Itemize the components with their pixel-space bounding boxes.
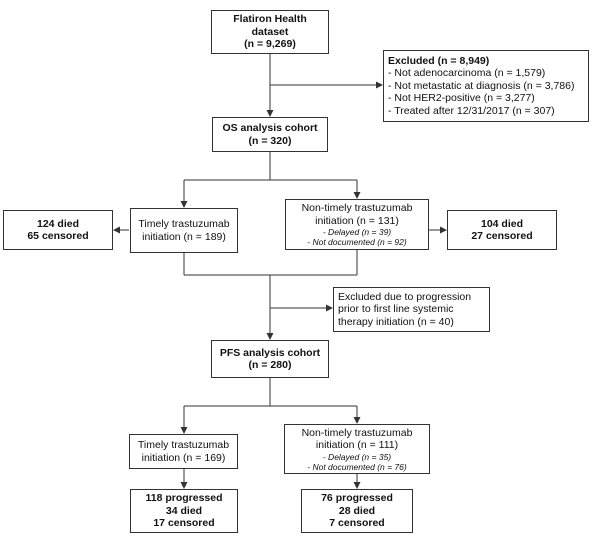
pfs-timely-outcome-box: 118 progressed 34 died 17 censored bbox=[130, 489, 238, 533]
pfs-nontimely-not-documented: - Not documented (n = 76) bbox=[307, 461, 407, 472]
pfs-cohort-box: PFS analysis cohort (n = 280) bbox=[211, 340, 329, 378]
os-timely-censored: 65 censored bbox=[27, 230, 89, 242]
os-timely-box: Timely trastuzumab initiation (n = 189) bbox=[130, 208, 238, 253]
pfs-timely-line1: Timely trastuzumab bbox=[137, 439, 230, 451]
excluded-progression-line: therapy initiation (n = 40) bbox=[338, 315, 454, 328]
os-nontimely-line1: Non-timely trastuzumab bbox=[301, 202, 413, 214]
os-nontimely-died: 104 died bbox=[480, 217, 524, 230]
pfs-nontimely-censored: 7 censored bbox=[329, 517, 385, 530]
pfs-cohort-n: (n = 280) bbox=[248, 359, 292, 371]
excluded-item: - Not metastatic at diagnosis (n = 3,786… bbox=[388, 79, 575, 92]
pfs-timely-box: Timely trastuzumab initiation (n = 169) bbox=[129, 434, 238, 469]
excluded-initial-box: Excluded (n = 8,949) - Not adenocarcinom… bbox=[383, 50, 589, 122]
pfs-cohort-title: PFS analysis cohort bbox=[219, 346, 321, 359]
excluded-item: - Not adenocarcinoma (n = 1,579) bbox=[388, 67, 546, 80]
os-timely-outcome-box: 124 died 65 censored bbox=[3, 210, 113, 250]
os-cohort-n: (n = 320) bbox=[248, 134, 292, 147]
pfs-timely-line2: initiation (n = 169) bbox=[141, 451, 226, 464]
dataset-title: Flatiron Health dataset bbox=[233, 13, 307, 38]
pfs-nontimely-line2: initiation (n = 111) bbox=[315, 439, 399, 451]
excluded-progression-line: Excluded due to progression bbox=[338, 290, 472, 303]
os-timely-line2: initiation (n = 189) bbox=[142, 230, 226, 243]
pfs-nontimely-delayed: - Delayed (n = 35) bbox=[322, 451, 392, 462]
os-cohort-box: OS analysis cohort (n = 320) bbox=[212, 117, 328, 152]
excluded-progression-box: Excluded due to progression prior to fir… bbox=[333, 287, 490, 332]
os-nontimely-line2: initiation (n = 131) bbox=[315, 214, 399, 227]
pfs-timely-censored: 17 censored bbox=[153, 517, 215, 530]
pfs-nontimely-progressed: 76 progressed bbox=[321, 492, 393, 505]
os-nontimely-delayed: - Delayed (n = 39) bbox=[322, 227, 392, 237]
dataset-box: Flatiron Health dataset (n = 9,269) bbox=[211, 10, 329, 54]
pfs-timely-died: 34 died bbox=[165, 504, 203, 517]
os-timely-died: 124 died bbox=[36, 217, 80, 230]
dataset-n: (n = 9,269) bbox=[244, 38, 296, 51]
os-nontimely-not-documented: - Not documented (n = 92) bbox=[307, 237, 407, 247]
pfs-nontimely-died: 28 died bbox=[338, 504, 376, 517]
excluded-item: - Treated after 12/31/2017 (n = 307) bbox=[388, 104, 555, 117]
os-nontimely-outcome-box: 104 died 27 censored bbox=[447, 210, 557, 250]
os-timely-line1: Timely trastuzumab bbox=[138, 218, 230, 230]
excluded-progression-line: prior to first line systemic bbox=[338, 303, 454, 316]
pfs-nontimely-outcome-box: 76 progressed 28 died 7 censored bbox=[301, 489, 413, 533]
pfs-nontimely-box: Non-timely trastuzumab initiation (n = 1… bbox=[284, 424, 430, 474]
os-nontimely-box: Non-timely trastuzumab initiation (n = 1… bbox=[285, 199, 429, 250]
pfs-timely-progressed: 118 progressed bbox=[145, 492, 223, 505]
pfs-nontimely-line1: Non-timely trastuzumab bbox=[301, 426, 413, 439]
os-nontimely-censored: 27 censored bbox=[471, 230, 533, 242]
excluded-initial-title: Excluded (n = 8,949) bbox=[388, 54, 490, 67]
os-cohort-title: OS analysis cohort bbox=[222, 122, 318, 134]
excluded-item: - Not HER2-positive (n = 3,277) bbox=[388, 92, 535, 105]
